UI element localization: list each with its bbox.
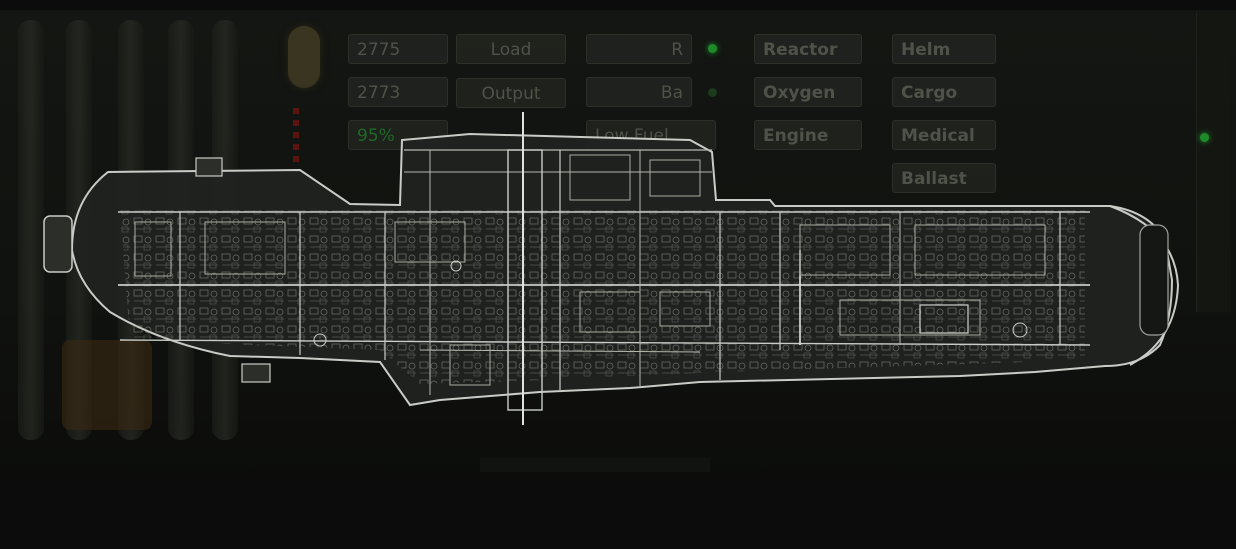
ship-nose-cap — [43, 215, 73, 273]
furnace-glow — [62, 340, 152, 430]
ship-engine-pod — [1109, 205, 1180, 366]
readout-ba: Ba — [586, 77, 692, 107]
wall-lamp-icon — [288, 26, 320, 88]
status-value-1: 2775 — [348, 34, 448, 64]
status-led — [708, 88, 717, 97]
system-button-ballast[interactable]: Ballast — [892, 163, 996, 193]
faded-footer — [480, 458, 710, 472]
system-button-reactor[interactable]: Reactor — [754, 34, 862, 64]
system-button-helm[interactable]: Helm — [892, 34, 996, 64]
readout-r: R — [586, 34, 692, 64]
system-button-medical[interactable]: Medical — [892, 120, 996, 150]
status-value-3: 95% — [348, 120, 448, 150]
system-button-oxygen[interactable]: Oxygen — [754, 77, 862, 107]
load-label: Load — [456, 34, 566, 64]
status-led — [708, 44, 717, 53]
system-button-cargo[interactable]: Cargo — [892, 77, 996, 107]
pipe — [18, 20, 44, 440]
side-panel — [1196, 12, 1231, 312]
system-button-engine[interactable]: Engine — [754, 120, 862, 150]
warning-strip — [293, 108, 299, 168]
status-led — [1200, 133, 1209, 142]
output-label: Output — [456, 78, 566, 108]
status-value-2: 2773 — [348, 77, 448, 107]
